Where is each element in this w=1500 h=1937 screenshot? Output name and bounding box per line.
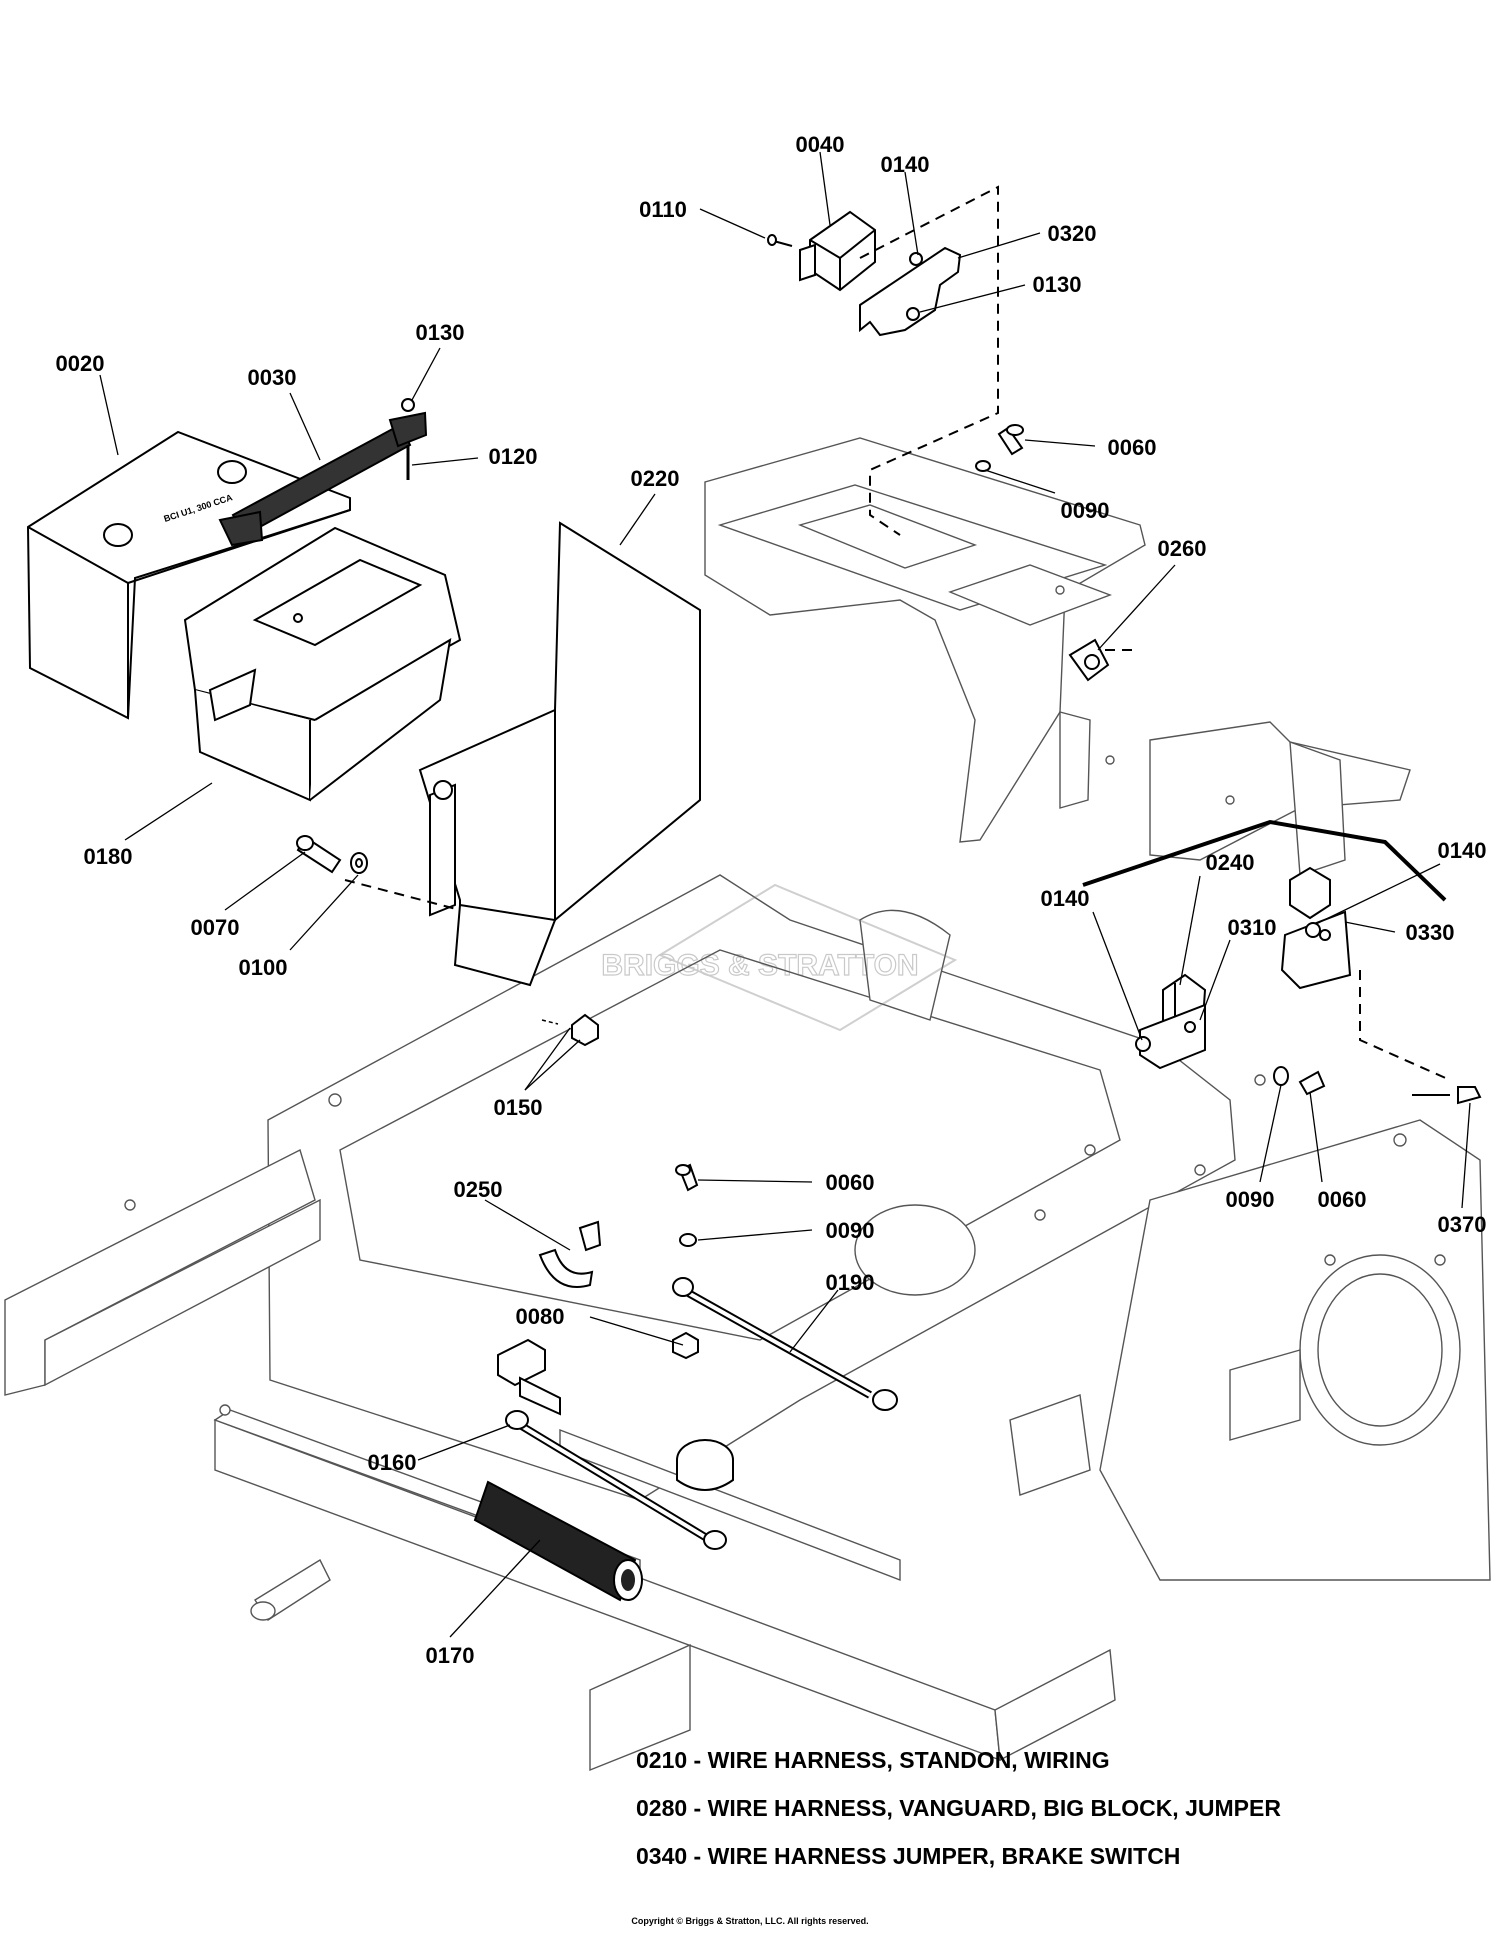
callout-0130: 0130 (1033, 272, 1082, 297)
strap-bolt (401, 398, 415, 480)
callout-0140: 0140 (1438, 838, 1487, 863)
callout-0040: 0040 (796, 132, 845, 157)
wire-harness-line (1082, 819, 1447, 902)
bolt-0370 (1412, 1086, 1482, 1105)
callout-0070: 0070 (191, 915, 240, 940)
callout-0310: 0310 (1228, 915, 1277, 940)
callout-0160: 0160 (368, 1450, 417, 1475)
callout-0320: 0320 (1048, 221, 1097, 246)
cable-clamp-0250 (538, 1220, 602, 1288)
washer-0100 (350, 852, 368, 874)
split-loom-0170 (473, 1480, 643, 1602)
callout-0180: 0180 (84, 844, 133, 869)
bolt-0070 (296, 835, 342, 874)
leader-lines (99, 151, 1471, 1638)
watermark-text: BRIGGS & STRATTON (601, 949, 918, 982)
callout-labels: 0040 0140 0110 0320 0130 0130 0020 0030 … (56, 132, 1487, 1668)
callout-0100: 0100 (239, 955, 288, 980)
note-0340: 0340 - WIRE HARNESS JUMPER, BRAKE SWITCH (636, 1843, 1181, 1869)
callout-0090: 0090 (1061, 498, 1110, 523)
screw-0110 (767, 234, 793, 247)
nut-0150 (541, 1013, 599, 1047)
note-0210: 0210 - WIRE HARNESS, STANDON, WIRING (636, 1747, 1110, 1773)
callout-0190: 0190 (826, 1270, 875, 1295)
starter-solenoid (799, 210, 876, 292)
nut-0140-left (1135, 1036, 1151, 1052)
solenoid-bracket (859, 246, 962, 337)
callout-0260: 0260 (1158, 536, 1207, 561)
callout-0130: 0130 (416, 320, 465, 345)
switch-bracket-0330 (1280, 910, 1352, 990)
battery-hold-down-strap (218, 411, 428, 547)
copyright-notice: Copyright © Briggs & Stratton, LLC. All … (631, 1916, 869, 1926)
parts-notes: 0210 - WIRE HARNESS, STANDON, WIRING 028… (636, 1736, 1456, 1880)
callout-0370: 0370 (1438, 1212, 1487, 1237)
callout-0110: 0110 (639, 197, 687, 222)
terminal-boot-black (676, 1439, 734, 1491)
callout-0120: 0120 (489, 444, 538, 469)
callout-0090: 0090 (1226, 1187, 1275, 1212)
washer-0090-upper (975, 460, 991, 472)
callout-0030: 0030 (248, 365, 297, 390)
washer-0090-center (679, 1233, 697, 1247)
bolt-0060-center (675, 1163, 699, 1192)
callout-0090: 0090 (826, 1218, 875, 1243)
positive-cable-0160 (505, 1410, 727, 1550)
callout-0220: 0220 (631, 466, 680, 491)
nut-0080 (672, 1331, 699, 1360)
terminal-boot-red (497, 1338, 561, 1416)
callout-0080: 0080 (516, 1304, 565, 1329)
bolt-0060-right (1298, 1070, 1326, 1096)
callout-0060: 0060 (1318, 1187, 1367, 1212)
note-0280: 0280 - WIRE HARNESS, VANGUARD, BIG BLOCK… (636, 1795, 1281, 1821)
nut-0140-right (1305, 922, 1321, 938)
callout-0060: 0060 (826, 1170, 875, 1195)
callout-0150: 0150 (494, 1095, 543, 1120)
callout-0250: 0250 (454, 1177, 503, 1202)
assembly-lines (344, 185, 1451, 1081)
callout-0060: 0060 (1108, 435, 1157, 460)
callout-0140: 0140 (1041, 886, 1090, 911)
battery-tray-bracket (418, 521, 701, 987)
washer-0090-right (1273, 1066, 1289, 1086)
bolt-0060-upper (997, 424, 1024, 456)
switch-0240-right (1289, 866, 1331, 920)
ground-cable-0190 (672, 1277, 898, 1411)
callout-0170: 0170 (426, 1643, 475, 1668)
callout-0330: 0330 (1406, 920, 1455, 945)
callout-0240: 0240 (1206, 850, 1255, 875)
watermark-logo: BRIGGS & STRATTON (601, 883, 958, 1032)
battery-box (183, 526, 462, 802)
callout-0140: 0140 (881, 152, 930, 177)
callout-0020: 0020 (56, 351, 105, 376)
